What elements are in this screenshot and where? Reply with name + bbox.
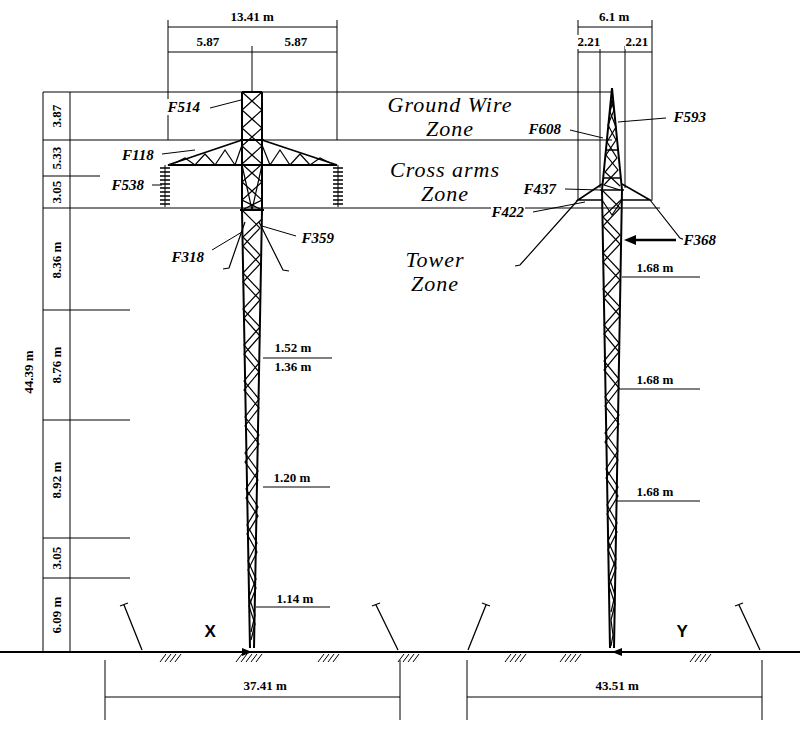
dimension-lines: [43, 20, 762, 720]
right-tower: [515, 88, 685, 648]
callout-number: F359: [301, 230, 336, 247]
dimension-value: 1.68 m: [636, 485, 675, 499]
callout-arrow: [634, 239, 676, 242]
callout-number: F538: [111, 177, 146, 194]
height-ticks: [43, 176, 130, 578]
dimension-value: 5.33: [50, 146, 64, 171]
dimension-value: 2.21: [577, 35, 602, 49]
span-dimension: [105, 660, 762, 720]
guy-anchor: [120, 603, 760, 650]
dimension-value: 1.52 m: [274, 341, 313, 355]
axis-arrow: [242, 648, 622, 656]
dimension-value: 1.14 m: [276, 592, 315, 606]
zone-line: [43, 92, 660, 208]
zone-name: Ground Wire Zone: [370, 93, 530, 141]
callout-arrow: [624, 235, 636, 245]
dimension-value: 1.20 m: [273, 471, 312, 485]
width-leader: [256, 277, 700, 607]
dimension-value: 3.05: [50, 180, 64, 205]
zone-name: Tower Zone: [388, 248, 483, 296]
dimension-value: 5.87: [284, 35, 309, 49]
dimension-value: 5.87: [196, 35, 221, 49]
dimension-value: 1.68 m: [636, 373, 675, 387]
callout-number: F514: [167, 99, 202, 116]
dimension-value: 8.76 m: [50, 346, 64, 385]
ground-line: [0, 651, 800, 653]
dimension-value: 2.21: [625, 35, 650, 49]
callout-number: F593: [673, 109, 708, 126]
callout-number: F368: [683, 232, 718, 249]
insulator: [160, 165, 343, 207]
callout-leader: [152, 100, 666, 250]
dimension-value: 1.68 m: [636, 261, 675, 275]
left-tower: [168, 92, 337, 648]
dimension-value: 13.41 m: [230, 10, 275, 24]
dimension-value: 3.05: [50, 546, 64, 571]
callout-number: F118: [121, 147, 155, 164]
axis-name: X: [205, 623, 216, 642]
dimension-value: 8.92 m: [50, 461, 64, 500]
callout-number: F608: [528, 121, 563, 138]
dimension-value: 3.87: [50, 104, 64, 129]
width-dimension: [168, 20, 337, 140]
dimension-value: 37.41 m: [243, 679, 288, 693]
dimension-value: 1.36 m: [274, 360, 313, 374]
dimension-value: 6.09 m: [50, 596, 64, 635]
callout-number: F318: [171, 249, 206, 266]
zone-name: Cross arms Zone: [373, 158, 518, 206]
callout-number: F437: [523, 181, 558, 198]
dimension-value: 43.51 m: [595, 679, 640, 693]
dimension-value: 8.36 m: [50, 241, 64, 280]
callout-number: F422: [491, 204, 526, 221]
dimension-value: 44.39 m: [21, 349, 35, 394]
dimension-value: 6.1 m: [598, 10, 630, 24]
axis-name: Y: [677, 623, 688, 642]
